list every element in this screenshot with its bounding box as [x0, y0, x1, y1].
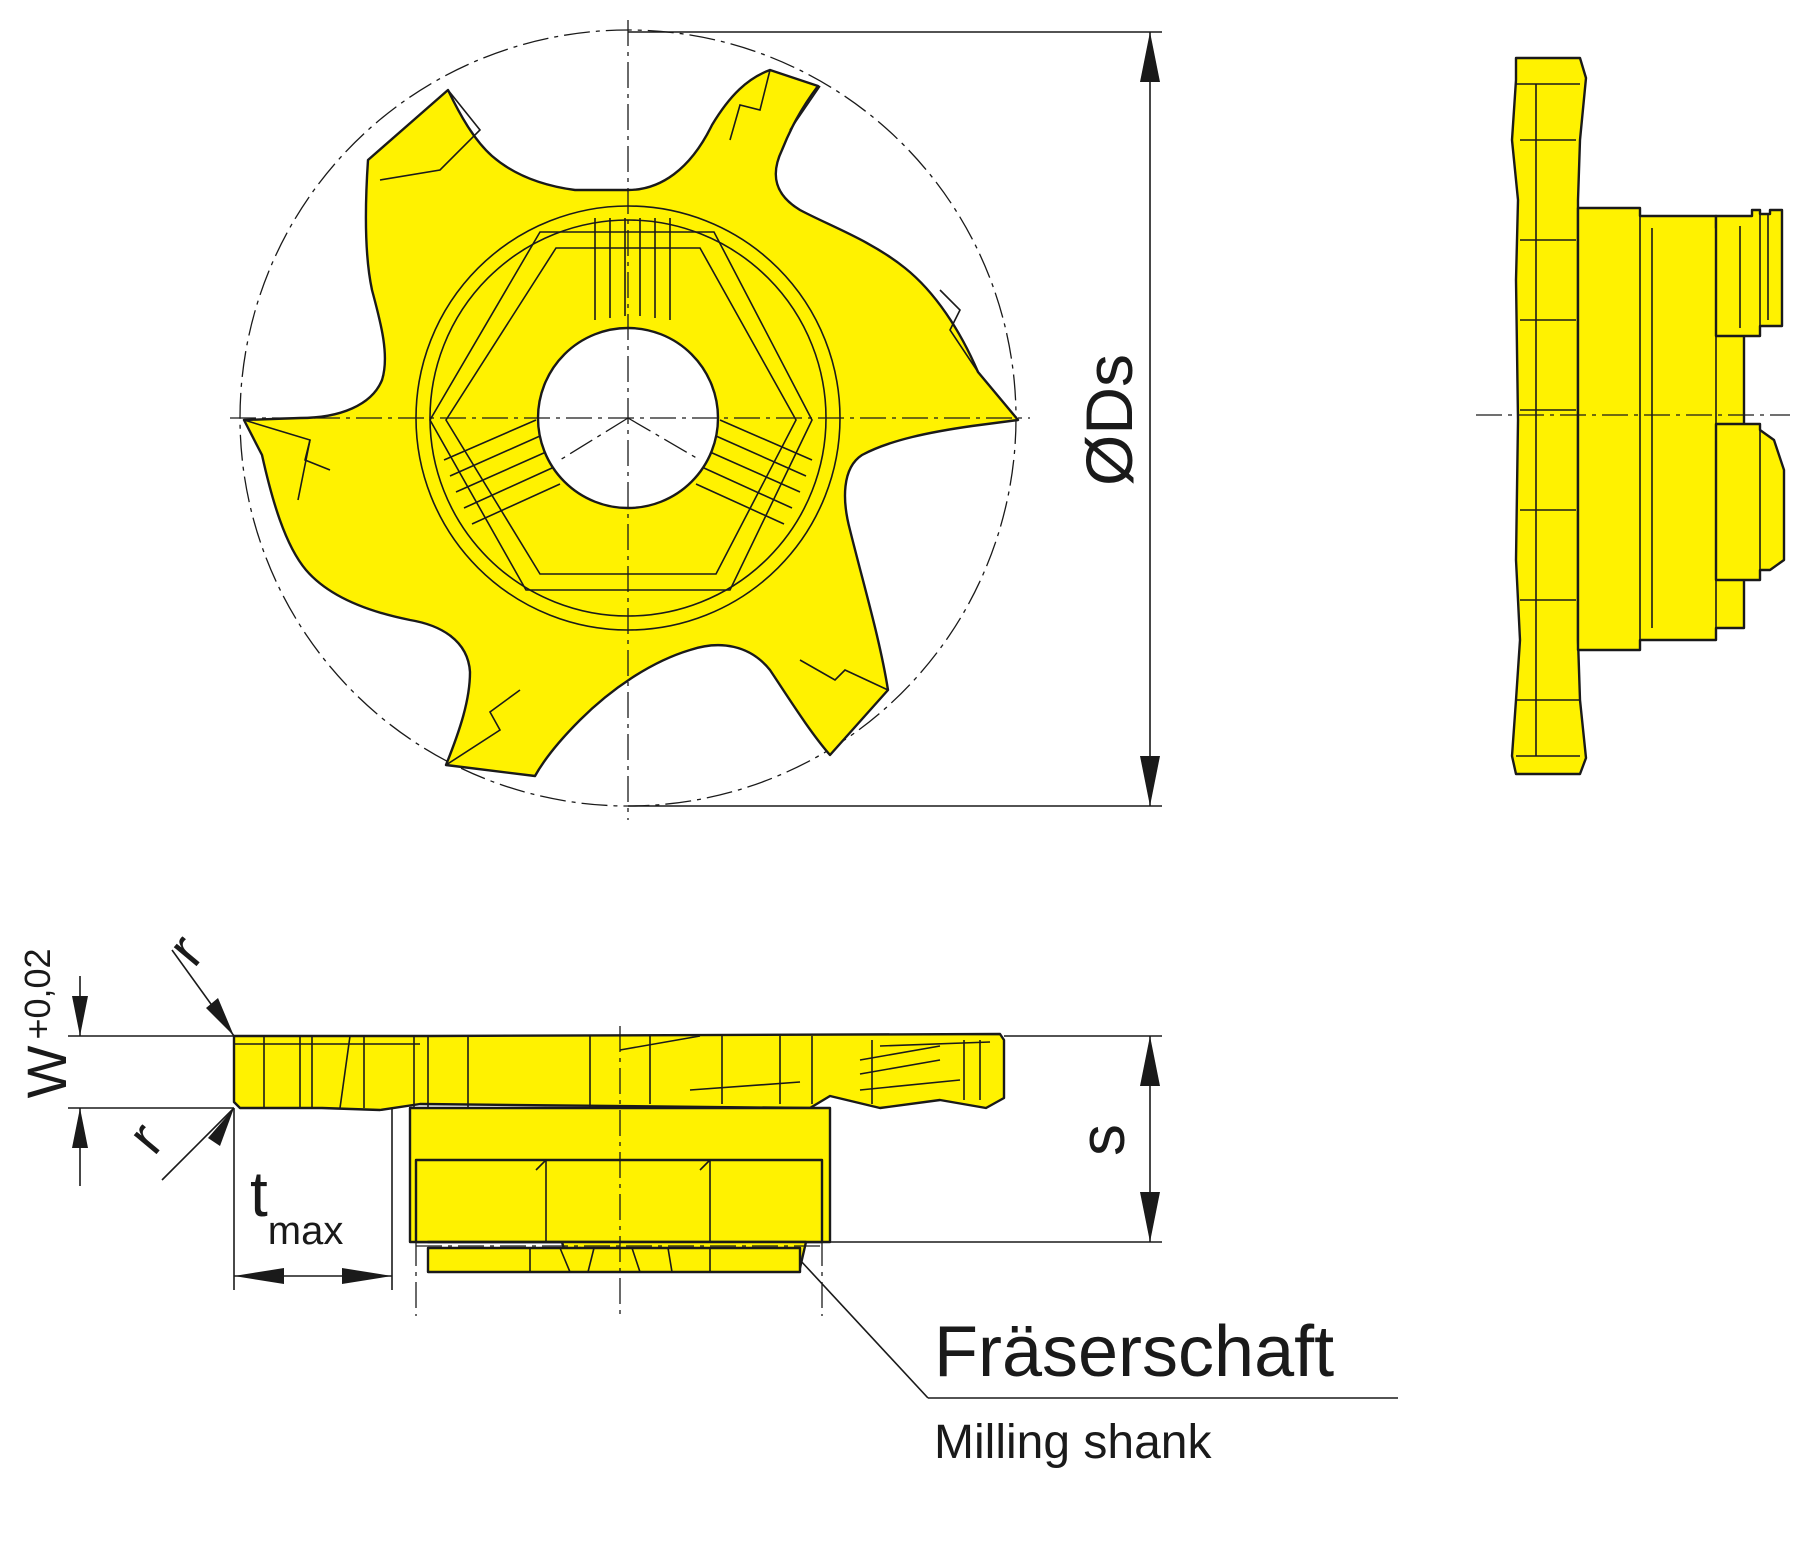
tooth-edge	[799, 659, 889, 691]
edge-hub-lines	[535, 1159, 711, 1242]
w-tolerance: +0,02	[17, 948, 58, 1039]
tmax-label: tmax	[250, 1158, 343, 1253]
tooth-edge	[729, 69, 771, 141]
center-line-diagonal	[627, 417, 701, 461]
shank-label-english: Milling shank	[934, 1416, 1212, 1469]
tooth-edge	[789, 85, 821, 131]
diameter-name: Ds	[1072, 354, 1146, 435]
w-letter: W	[15, 1045, 78, 1098]
side-blade	[1510, 56, 1588, 776]
center-line-diagonal	[559, 417, 629, 461]
tmax-letter: t	[250, 1158, 268, 1230]
arrow-head	[72, 996, 88, 1036]
drive-grooves-right	[695, 419, 813, 525]
tooth-edge	[939, 289, 979, 373]
edge-blade-lines	[234, 1035, 991, 1109]
drive-triangle	[429, 231, 813, 591]
side-shank	[1714, 422, 1786, 582]
arrow-head	[342, 1268, 392, 1284]
edge-shank-base	[426, 1246, 802, 1274]
edge-view: W +0,02 r r tmax s Fräserschaft Milling …	[15, 922, 1398, 1469]
tooth-edge	[379, 89, 482, 181]
diameter-label: ØDs	[1072, 354, 1146, 486]
edge-shank-lines	[529, 1247, 711, 1273]
arrow-head	[234, 1268, 284, 1284]
side-view	[1476, 56, 1790, 776]
shank-leader	[799, 1259, 929, 1399]
radius-label-bottom: r	[115, 1110, 175, 1165]
shank-label-german: Fräserschaft	[934, 1312, 1334, 1392]
arrow-head	[206, 998, 234, 1036]
arrow-head	[1140, 1192, 1160, 1242]
front-view: ØDs	[230, 20, 1162, 820]
arrow-head	[1140, 756, 1160, 806]
tmax-subscript: max	[268, 1209, 344, 1253]
arrow-head	[1140, 32, 1160, 82]
arrow-head	[1140, 1036, 1160, 1086]
radius-leader-bottom	[161, 1107, 235, 1181]
drive-grooves-left	[443, 419, 561, 525]
arrow-head	[208, 1108, 234, 1146]
drive-grooves-top	[594, 218, 671, 320]
s-label: s	[1066, 1124, 1138, 1156]
w-label: W	[15, 1045, 78, 1098]
tooth-edge	[297, 439, 311, 501]
arrow-head	[72, 1108, 88, 1148]
tooth-edge	[445, 689, 521, 766]
diameter-symbol: Ø	[1072, 435, 1146, 486]
edge-hub-lower	[414, 1158, 824, 1244]
drive-triangle-inner	[445, 247, 797, 575]
side-shank	[1714, 208, 1784, 338]
